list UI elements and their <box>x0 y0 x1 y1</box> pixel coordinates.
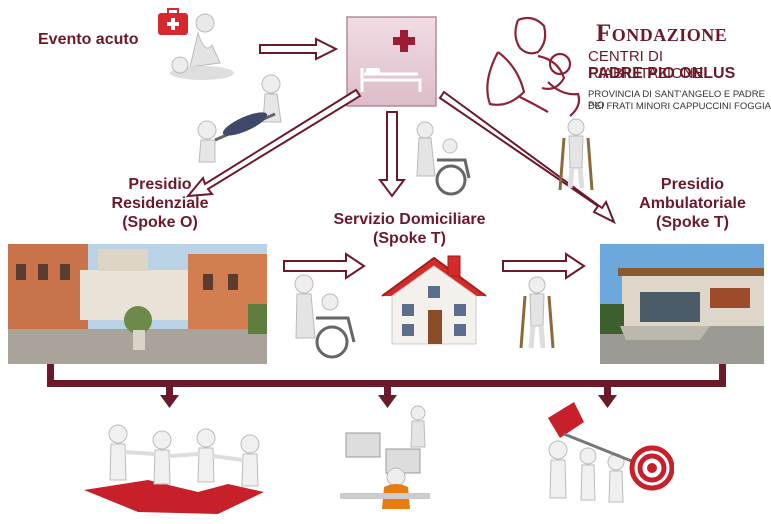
crutches-walker-icon <box>519 276 555 349</box>
wheelchair-pusher-icon <box>294 274 356 359</box>
presidio-ambulatoriale-line-2: Ambulatoriale <box>639 195 746 213</box>
presidio-residenziale-photo <box>8 244 267 364</box>
stretcher-icon <box>197 74 282 163</box>
presidio-ambulatoriale-photo <box>600 244 764 364</box>
arrow-evento-to-hospital <box>259 37 339 61</box>
house-icon <box>381 255 487 345</box>
presidio-residenziale-line-3: (Spoke O) <box>122 214 198 232</box>
servizio-domiciliare-line-1: Servizio Domiciliare <box>333 211 486 228</box>
crutches-icon <box>558 118 594 191</box>
presidio-ambulatoriale-line-1: Presidio <box>660 176 725 193</box>
evento-acuto-label: Evento acuto <box>38 31 139 48</box>
foundation-subtitle-name: PADRE PIO ONLUS <box>588 65 736 82</box>
foundation-subtitle-centers: CENTRI DI RIABILITAZIONE <box>588 48 704 82</box>
presidio-ambulatoriale-line-3: (Spoke T) <box>656 214 729 232</box>
computer-work-icon <box>340 405 430 509</box>
foundation-province-line-2: DEI FRATI MINORI CAPPUCCINI FOGGIA <box>588 101 771 112</box>
teamwork-puzzle-icon <box>84 424 264 514</box>
first-aid-kit-icon <box>158 8 234 80</box>
servizio-domiciliare-label: Servizio Domiciliare (Spoke T) <box>322 210 497 248</box>
foundation-province-line-1: PROVINCIA DI SANT'ANGELO E PADRE PIO <box>588 89 765 111</box>
presidio-ambulatoriale-label: Presidio Ambulatoriale (Spoke T) <box>625 175 760 233</box>
foundation-title: Fondazione <box>596 20 728 47</box>
presidio-residenziale-line-1: Presidio <box>128 176 192 193</box>
presidio-residenziale-line-2: Residenziale <box>111 195 209 213</box>
presidio-residenziale-label: Presidio Residenziale (Spoke O) <box>90 175 230 233</box>
target-icon <box>548 402 674 503</box>
wheelchair-icon <box>416 121 471 196</box>
hospital-bed-icon <box>346 16 437 107</box>
padre-pio-logo-icon <box>486 16 581 117</box>
servizio-domiciliare-line-2: (Spoke T) <box>373 230 446 248</box>
